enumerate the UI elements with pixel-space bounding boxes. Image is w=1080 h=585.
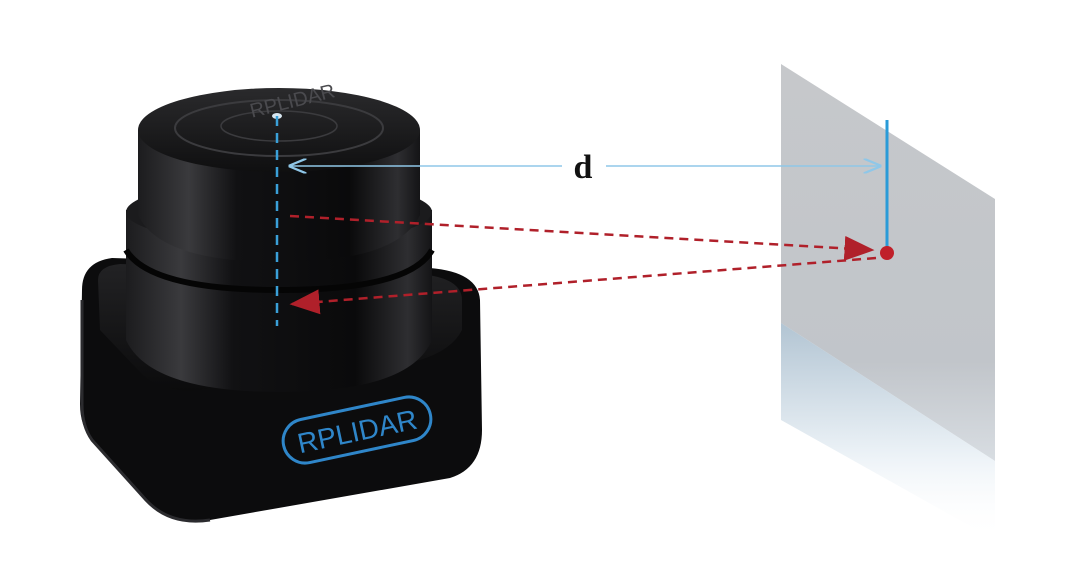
target-wall	[781, 64, 995, 540]
distance-arrow: d	[290, 149, 880, 186]
base-logo: RPLIDAR	[281, 395, 433, 465]
target-point-icon	[880, 246, 894, 260]
laser-return-beam	[289, 256, 877, 315]
lidar-sensor-icon: RPLIDAR RPLIDAR	[80, 80, 482, 523]
distance-label: d	[574, 149, 593, 186]
laser-outgoing-beam	[289, 214, 875, 261]
